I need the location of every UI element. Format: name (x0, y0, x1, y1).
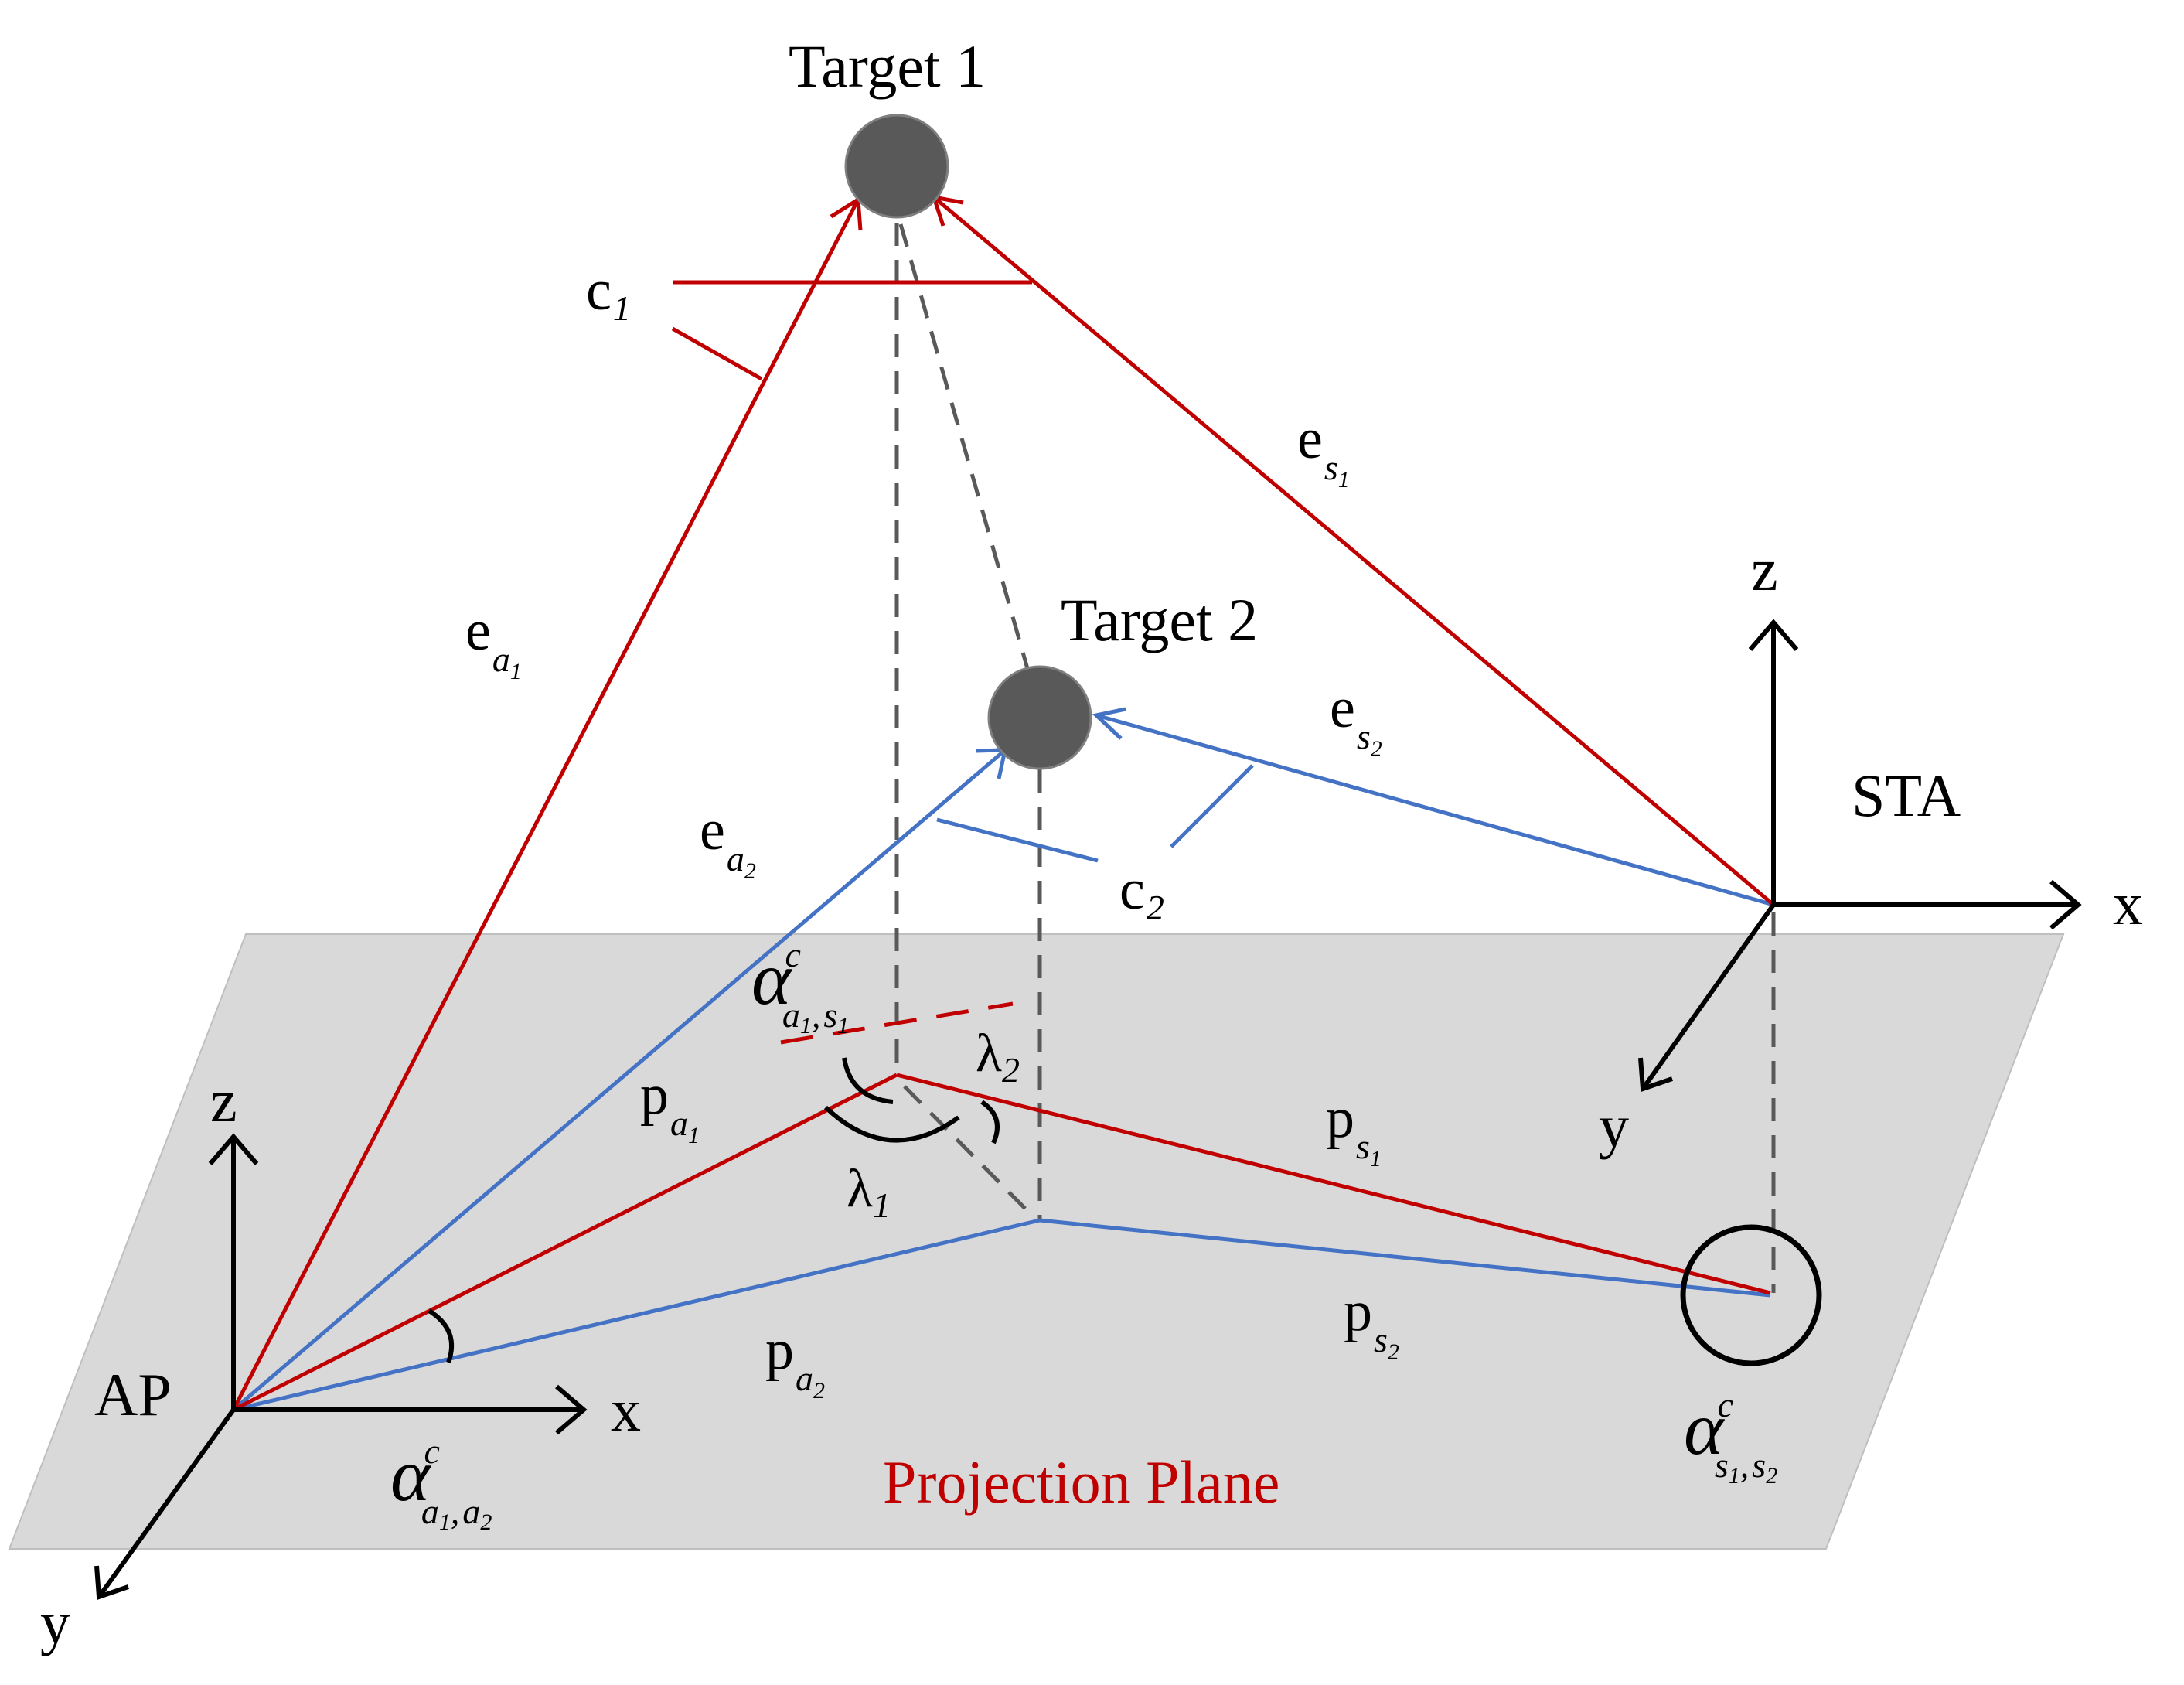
lambda1-arc-inner (842, 1057, 894, 1104)
lambda2-label: λ2 (976, 1024, 1020, 1090)
ap-label: AP (94, 1361, 172, 1428)
c2-label: c2 (1119, 858, 1164, 927)
red-dashed-reference (780, 1001, 1014, 1045)
lambda2-arc (980, 1100, 1000, 1144)
ap-x-arrowhead (555, 1384, 588, 1435)
e-s1-vector (932, 196, 1775, 906)
sta-y-label: y (1599, 1093, 1629, 1160)
sta-label: STA (1852, 762, 1961, 829)
sta-axes (1638, 619, 2082, 1093)
e-s2-label: es2 (1330, 677, 1382, 762)
e-a1-vector (231, 198, 860, 1411)
lambda1-arc-outer (823, 1105, 960, 1143)
sta-x-label: x (2113, 870, 2143, 937)
sta-z-arrowhead (1748, 619, 1799, 651)
sta-y-arrowhead (1638, 1057, 1673, 1093)
ap-y-label: y (40, 1589, 70, 1656)
sta-x-arrowhead (2049, 879, 2082, 930)
alpha-a1-a2-arc (428, 1308, 455, 1364)
p-s2-label: ps2 (1344, 1280, 1399, 1365)
target1-label: Target 1 (789, 32, 986, 100)
p-s2-vector (1039, 1218, 1771, 1298)
c2-leader-1 (936, 817, 1099, 863)
blue-vectors (232, 707, 1774, 1412)
target1-to-target2-dash (898, 223, 1031, 672)
c2-leader-2 (1170, 764, 1254, 848)
e-a2-label: ea2 (700, 799, 756, 884)
target1-marker (844, 114, 949, 219)
e-s2-arrowhead (1092, 707, 1126, 740)
projection-plane (8, 933, 2065, 1550)
ap-x-label: x (611, 1376, 641, 1444)
p-s1-label: ps1 (1326, 1086, 1382, 1172)
ap-z-label: z (210, 1067, 237, 1134)
projection-plane-label: Projection Plane (883, 1448, 1279, 1516)
p-a2-label: pa2 (765, 1318, 825, 1404)
e-a1-label: ea1 (465, 599, 522, 684)
ap-z-arrowhead (208, 1133, 259, 1165)
ap-axes (94, 1133, 588, 1601)
e-a2-vector (232, 749, 1007, 1411)
red-vectors (231, 194, 1775, 1412)
lambda1-label: λ1 (847, 1159, 891, 1225)
e-s2-vector (1095, 713, 1774, 907)
sta-z-label: z (1751, 536, 1778, 603)
p-s1-vector (896, 1073, 1771, 1295)
c1-label: c1 (586, 259, 631, 328)
ap-y-axis (97, 1408, 236, 1598)
target2-marker (987, 665, 1092, 770)
angle-arcs (428, 1057, 1822, 1366)
ap-y-arrowhead (94, 1565, 129, 1601)
p-a1-vector (232, 1073, 898, 1412)
e-s1-label: es1 (1297, 408, 1350, 493)
p-a2-vector (233, 1218, 1041, 1412)
p-a1-label: pa1 (640, 1063, 700, 1148)
sta-y-axis (1641, 903, 1776, 1090)
c1-leader-2 (671, 326, 763, 381)
target1-proj-to-target2-proj-dash (903, 1085, 1036, 1219)
alpha-s1-s2-circle (1680, 1224, 1822, 1366)
target2-label: Target 2 (1061, 586, 1258, 653)
